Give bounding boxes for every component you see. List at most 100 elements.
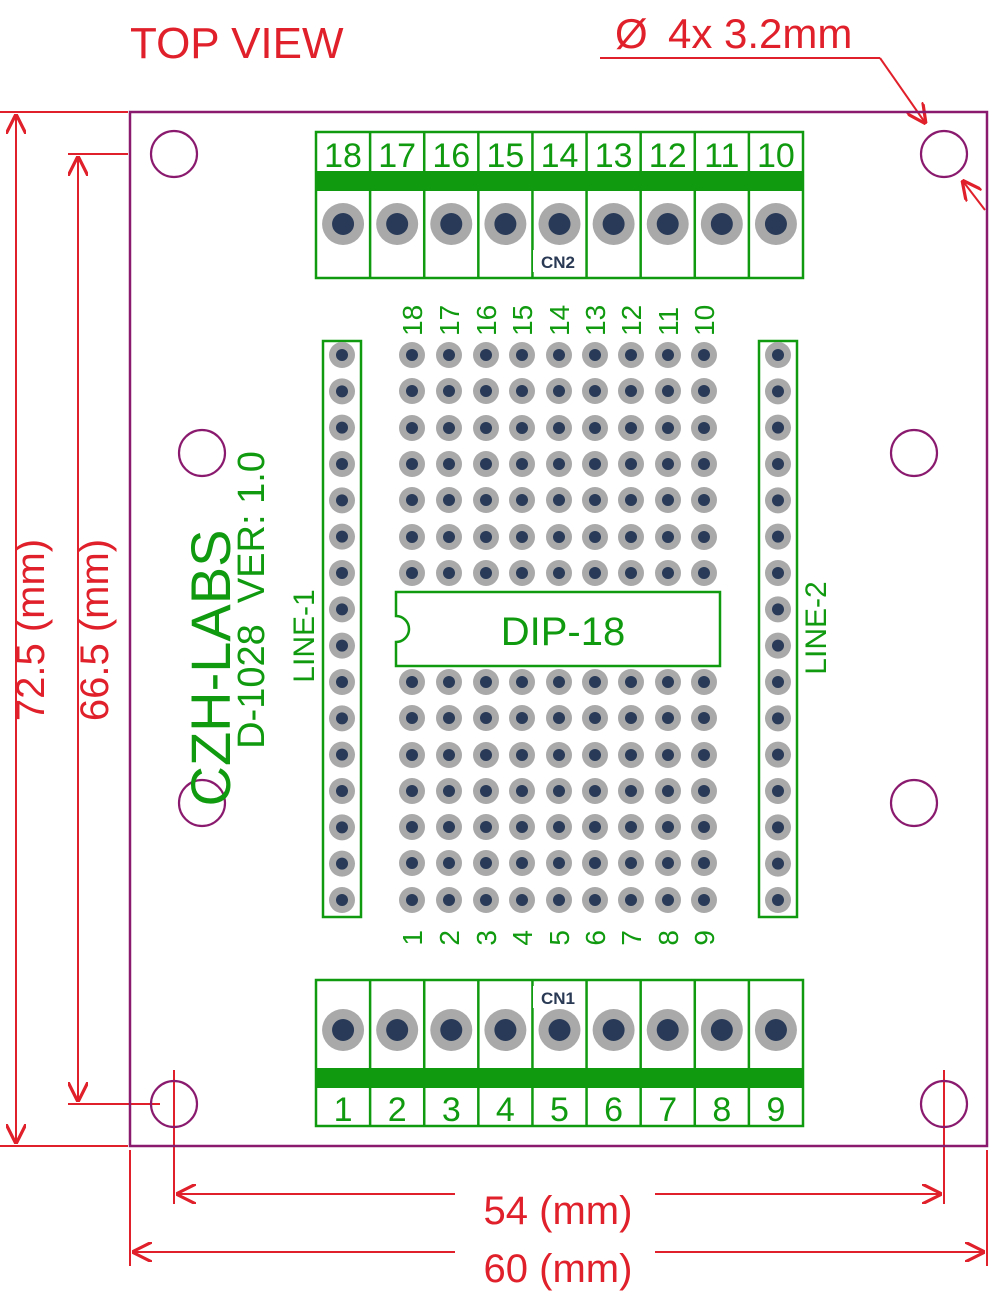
proto-pad [691, 887, 717, 913]
proto-pad [691, 669, 717, 695]
proto-pad-hole [480, 894, 492, 906]
proto-pad [655, 451, 681, 477]
proto-pad-hole [480, 494, 492, 506]
proto-pad [436, 778, 462, 804]
line-right-strip [757, 339, 799, 919]
mounting-hole-bottom-left [149, 1079, 199, 1129]
top-connector-pad-hole [548, 213, 571, 235]
column-label-top: 13 [580, 305, 611, 336]
proto-pad-hole [553, 531, 565, 543]
line-right-pad [765, 560, 791, 586]
line-right-pad [765, 778, 791, 804]
proto-pad [582, 524, 608, 550]
bottom-connector-pad [430, 1009, 473, 1051]
top-connector-pad-hole [494, 213, 517, 235]
proto-pad [399, 814, 425, 840]
proto-pad-hole [443, 385, 455, 397]
proto-pad-hole [589, 749, 601, 761]
proto-pad [655, 342, 681, 368]
proto-pad-hole [698, 785, 710, 797]
mounting-hole-mid-left-upper [177, 428, 227, 478]
top-connector-pad [754, 203, 797, 245]
proto-pad-hole [516, 712, 528, 724]
proto-pad-hole [516, 785, 528, 797]
line-right-label: LINE-2 [800, 581, 833, 674]
proto-pad-hole [589, 385, 601, 397]
proto-pad-hole [698, 494, 710, 506]
proto-pad [509, 342, 535, 368]
proto-pad-hole [406, 857, 418, 869]
bottom-connector-pad [700, 1009, 743, 1051]
proto-pad-hole [662, 676, 674, 688]
proto-pad-hole [589, 531, 601, 543]
proto-pad [618, 451, 644, 477]
bottom-connector-name: CN1 [541, 989, 575, 1008]
proto-pad-hole [406, 531, 418, 543]
proto-pad [655, 778, 681, 804]
proto-pad [436, 850, 462, 876]
proto-pad [655, 560, 681, 586]
line-right-pad [765, 850, 791, 877]
bottom-connector-dividers [368, 980, 751, 1126]
line-right-pad [765, 741, 791, 768]
proto-pad [473, 814, 499, 840]
bottom-connector-pin-label: 4 [496, 1091, 515, 1129]
line-left-pad-hole [336, 494, 348, 507]
column-label-bottom: 4 [507, 930, 538, 946]
hole-spec-arrow [879, 57, 926, 124]
proto-pad-hole [553, 749, 565, 761]
bottom-connector-pad [646, 1009, 689, 1051]
proto-pad-hole [698, 458, 710, 470]
dim-hole-span-label-bg [455, 1180, 655, 1230]
proto-pad [618, 560, 644, 586]
dip-chip-label: DIP-18 [501, 610, 626, 654]
line-right-pad-hole [772, 349, 784, 361]
top-connector-pin-label: 15 [486, 137, 524, 175]
proto-pad [509, 524, 535, 550]
line-left-pad-hole [336, 785, 348, 797]
top-connector-body [314, 130, 805, 280]
proto-pad [436, 742, 462, 768]
bottom-connector-pad-hole [386, 1019, 409, 1041]
dim-inner-height-label: 66.5 (mm) [73, 539, 117, 721]
line-right-pad-hole [772, 603, 784, 616]
proto-pad-hole [480, 857, 492, 869]
top-connector-pad-hole [332, 213, 355, 235]
proto-pad-hole [443, 494, 455, 506]
proto-pad-hole [698, 712, 710, 724]
line-right-pad-hole [772, 821, 784, 834]
mounting-hole-top-left [149, 129, 199, 179]
proto-pad [509, 378, 535, 404]
proto-pad [546, 487, 572, 513]
proto-pad [546, 342, 572, 368]
proto-pad-hole [516, 821, 528, 833]
proto-pad-hole [516, 567, 528, 579]
top-connector-name: CN2 [541, 253, 575, 272]
proto-pad [546, 560, 572, 586]
line-right-pad [765, 887, 791, 913]
line-left-pad-hole [336, 603, 348, 616]
proto-pad [509, 451, 535, 477]
proto-pad [582, 415, 608, 441]
proto-pad-hole [480, 749, 492, 761]
proto-pad-grid [399, 342, 717, 913]
proto-pad-hole [625, 349, 637, 361]
hole-spec-symbol: Ø [615, 10, 648, 57]
top-connector-pad [322, 203, 365, 245]
proto-pad-hole [553, 385, 565, 397]
proto-pad-hole [625, 458, 637, 470]
proto-pad [691, 560, 717, 586]
proto-pad [546, 524, 572, 550]
proto-pad-hole [553, 857, 565, 869]
line-right-pad-hole [772, 494, 784, 507]
proto-pad [399, 742, 425, 768]
proto-pad [655, 669, 681, 695]
proto-pad-hole [443, 821, 455, 833]
proto-pad-hole [553, 567, 565, 579]
hole-spec-arrow-2 [962, 180, 986, 211]
proto-pad [436, 887, 462, 913]
proto-pad [546, 669, 572, 695]
top-connector-name-bg [533, 250, 583, 272]
line-right-pads [765, 342, 791, 913]
mounting-hole-mid-right-lower [889, 778, 939, 828]
